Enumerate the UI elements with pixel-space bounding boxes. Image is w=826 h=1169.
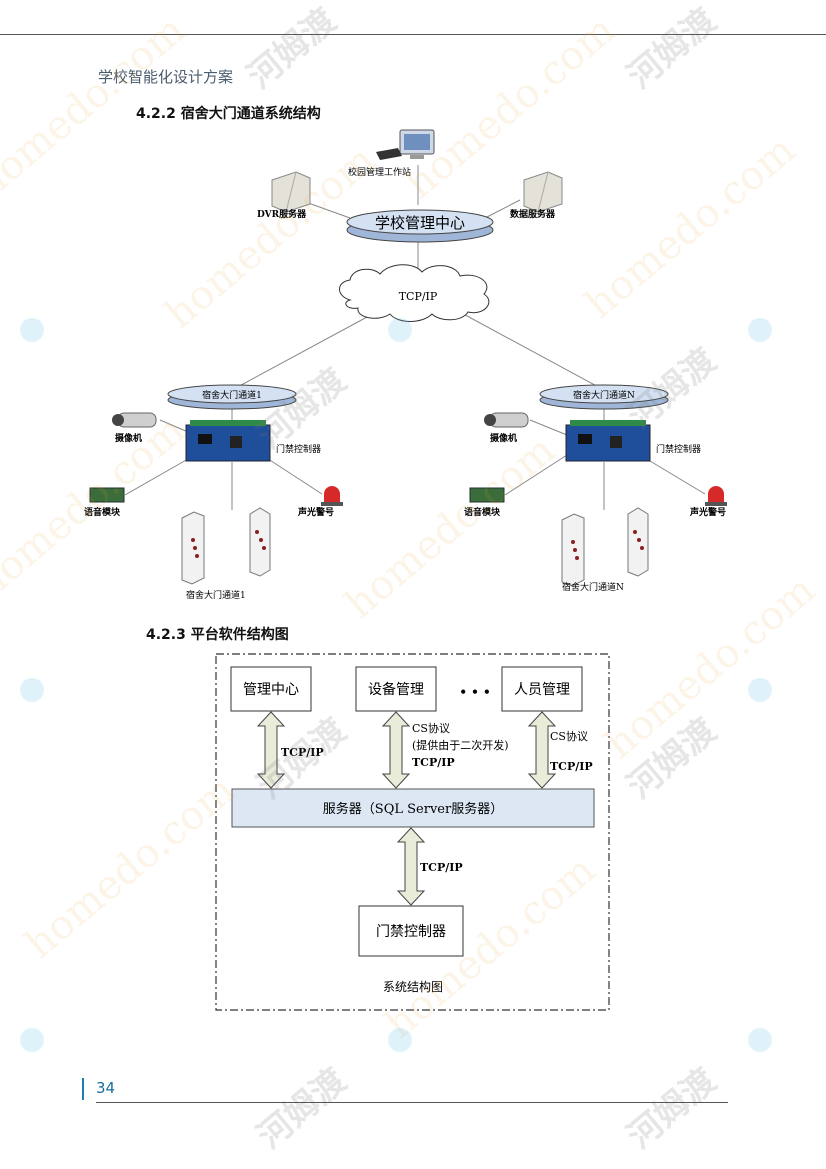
link-middle-cs: CS协议 [412,721,450,735]
alarm-icon [705,486,727,506]
box-device-management [355,666,437,712]
box-personnel-management-label: 人员管理 [514,682,570,698]
section-title-dormitory-gate: 4.2.2 宿舍大门通道系统结构 [136,106,321,122]
dvr-server-label: DVR服务器 [257,208,307,220]
bidirectional-arrow-middle [381,711,411,789]
voice-module-icon [469,487,505,503]
channel-1-label: 宿舍大门通道1 [202,389,262,401]
gate-left-pillar-icon [181,511,205,585]
gate-right-pillar-icon [249,507,271,577]
gate-left-pillar-icon [561,513,585,587]
tcp-ip-cloud-label: TCP/IP [399,290,438,303]
box-management-center [230,666,312,712]
box-access-controller-label: 门禁控制器 [376,924,446,940]
watermark-brand: 河姆渡 [240,1,344,97]
gate-1-label: 宿舍大门通道1 [186,589,246,601]
link-middle-note: (提供由于二次开发) [412,738,509,752]
voice-module-label: 语音模块 [464,506,501,518]
link-right-cs: CS协议 [550,729,588,743]
camera-icon [112,412,157,428]
doc-title: 学校智能化设计方案 [98,68,234,86]
box-access-controller [358,905,464,957]
camera-label: 摄像机 [490,432,517,444]
box-device-management-label: 设备管理 [368,681,424,698]
access-controller-board-icon [185,420,271,462]
voice-module-icon [89,487,125,503]
ellipsis-dots: • • • [459,685,490,699]
link-right-protocol: TCP/IP [550,760,593,773]
server-box [231,788,595,828]
link-left-protocol: TCP/IP [281,746,324,759]
bidirectional-arrow-right [527,711,557,789]
access-controller-label: 门禁控制器 [276,443,321,455]
alarm-label: 声光警号 [689,506,726,518]
workstation-label: 校园管理工作站 [348,166,411,178]
watermark-brand: 河姆渡 [250,1061,354,1157]
tcp-ip-cloud [339,264,490,322]
watermark-brand: 河姆渡 [620,1,724,97]
connection-lines [124,165,706,510]
software-structure-diagram: 管理中心 设备管理 • • • 人员管理 TCP/IP CS协议 (提供由于二次… [215,653,610,1011]
gate-n-label: 宿舍大门通道N [562,581,624,593]
management-center-label: 学校管理中心 [375,214,465,232]
data-server-icon [523,171,563,213]
server-label: 服务器（SQL Server服务器） [323,801,503,817]
data-server-label: 数据服务器 [510,208,556,220]
access-controller-label: 门禁控制器 [656,443,701,455]
diagram-caption: 系统结构图 [383,979,443,994]
top-rule [0,34,826,35]
link-bottom-protocol: TCP/IP [420,861,463,874]
channel-n-label: 宿舍大门通道N [573,389,635,401]
box-personnel-management [501,666,583,712]
watermark-brand: 河姆渡 [620,1061,724,1157]
channel-1-hub [167,384,297,410]
page-number: 34 [96,1079,116,1097]
camera-icon [484,412,529,428]
structure-frame [215,653,610,1011]
dvr-server-icon [271,171,311,213]
bottom-rule [96,1102,728,1103]
channel-n-hub [539,384,669,410]
dormitory-gate-diagram: 校园管理工作站 DVR服务器 数据服务器 学校管理中心 TCP/IP 宿舍大门通… [84,129,727,601]
alarm-icon [321,486,343,506]
workstation-icon [376,129,435,160]
gate-right-pillar-icon [627,507,649,577]
access-controller-board-icon [565,420,651,462]
bidirectional-arrow-bottom [396,827,426,906]
section-title-software-structure: 4.2.3 平台软件结构图 [146,627,289,643]
voice-module-label: 语音模块 [84,506,121,518]
box-management-center-label: 管理中心 [243,682,299,698]
footer-accent-bar [82,1078,84,1100]
bidirectional-arrow-left [256,711,286,789]
link-middle-protocol: TCP/IP [412,756,455,769]
alarm-label: 声光警号 [297,506,334,518]
management-center-hub [346,209,494,243]
camera-label: 摄像机 [115,432,142,444]
